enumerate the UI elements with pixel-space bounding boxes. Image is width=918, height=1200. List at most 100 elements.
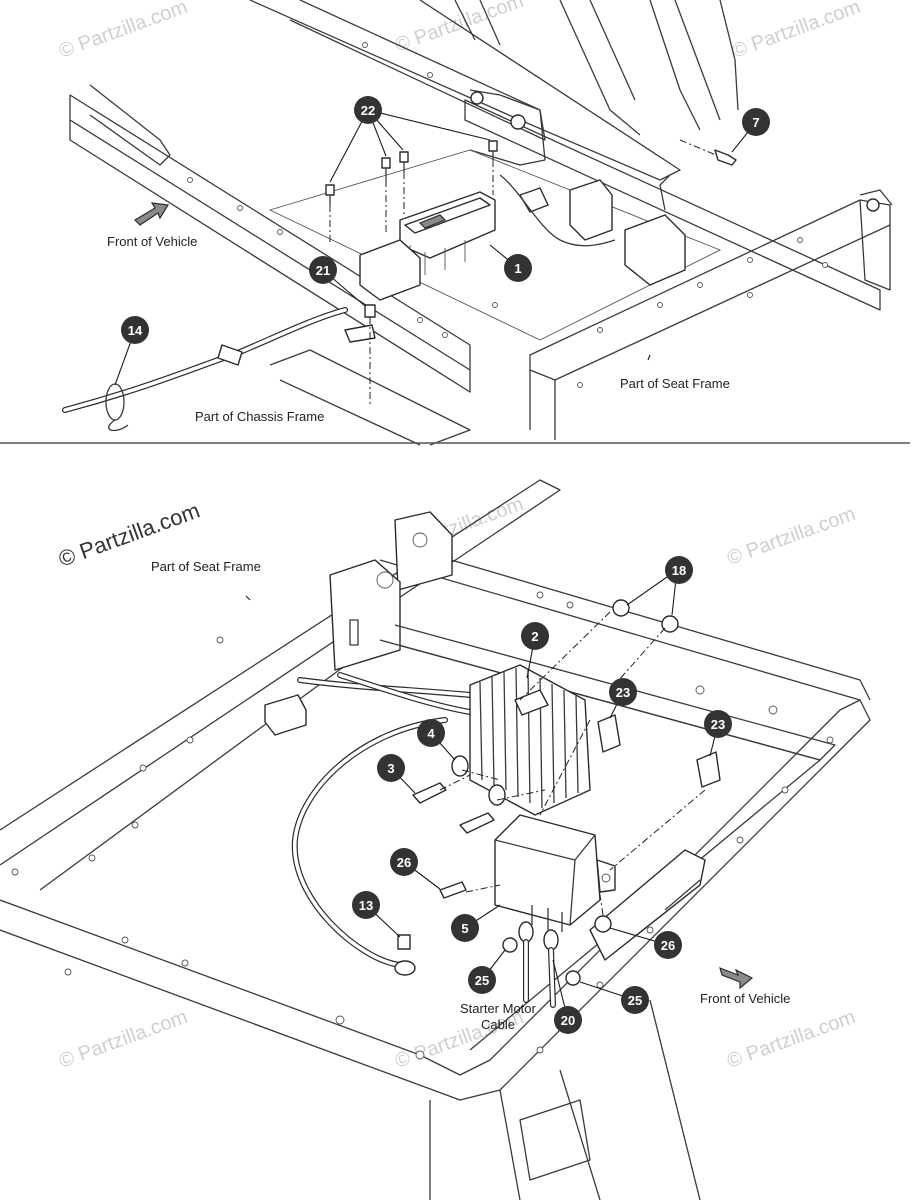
seat-frame-rail-right-side [529,199,891,440]
seat-frame-front-rail [0,699,871,1101]
bolt-3 [459,812,495,834]
label-front-of-vehicle: Front of Vehicle [700,991,790,1006]
callout-23: 23 [609,678,637,706]
nut-25 [502,937,518,953]
seat-frame-left-rail [0,479,561,866]
bracket-upright [469,89,546,166]
bolt-13 [397,934,411,950]
label-starter-motor-cable: Cable [481,1017,515,1032]
svg-text:7: 7 [752,115,759,130]
front-arrow-icon [719,967,754,990]
chassis-frame-edge [279,379,421,446]
callout-26: 26 [390,848,418,876]
bolt-3 [412,782,447,804]
label-part-of-seat-frame: Part of Seat Frame [151,559,261,574]
frame-nut [510,114,526,130]
seat-frame-legs [429,999,701,1200]
frame-holes [11,591,834,1060]
callout-14: 14 [121,316,149,344]
svg-text:21: 21 [316,263,330,278]
svg-text:13: 13 [359,898,373,913]
svg-text:5: 5 [461,921,468,936]
seat-frame-leg-panel [519,1099,591,1181]
label-part-of-chassis-frame: Part of Chassis Frame [195,409,324,424]
callout-4: 4 [417,719,445,747]
bolt-26 [439,881,467,899]
bolts-22 [325,140,498,205]
callout-25: 25 [621,986,649,1014]
svg-text:4: 4 [427,726,435,741]
starter-relay [494,814,616,932]
washer-4 [488,784,506,806]
callout-5: 5 [451,914,479,942]
upper-rail-side [289,0,546,141]
svg-text:22: 22 [361,103,375,118]
voltage-regulator [469,664,591,816]
svg-text:2: 2 [531,629,538,644]
svg-text:20: 20 [561,1013,575,1028]
callout-20: 20 [554,1006,582,1034]
ground-wire [291,717,448,968]
seat-frame-cap [859,189,893,206]
slotted-bracket [589,849,706,961]
nut-18 [661,615,679,633]
label-starter-motor-cable: Starter Motor [460,1001,537,1016]
callout-22: 22 [354,96,382,124]
connector-bracket [499,174,686,286]
label-part-of-seat-frame: Part of Seat Frame [620,376,730,391]
callout-3: 3 [377,754,405,782]
frame-nut [470,91,484,105]
seat-cross-member [464,99,881,311]
rail-holes [187,42,828,388]
bolt-7 [714,149,737,166]
frame-nut [866,198,880,212]
assembly-guide-lines [439,611,706,916]
callout-7: 7 [742,108,770,136]
fuse-box [359,191,496,301]
seat-back-frame [454,0,739,136]
svg-text:23: 23 [711,717,725,732]
bolt-7-guide [679,139,717,156]
leader-22 [329,109,491,183]
front-arrow-icon [134,202,169,226]
svg-text:25: 25 [475,973,489,988]
svg-text:1: 1 [514,261,521,276]
watermark: © Partzilla.com [729,0,863,63]
nut-25 [565,970,581,986]
callout-21: 21 [309,256,337,284]
watermark: © Partzilla.com [724,1006,858,1073]
svg-text:23: 23 [616,685,630,700]
inner-tray [268,149,722,341]
callout-2: 2 [521,622,549,650]
chassis-rail-left-side [69,120,471,393]
bracket-23-left [597,714,621,753]
nut-18 [612,599,630,617]
svg-text:26: 26 [397,855,411,870]
cable-tie-14 [105,383,125,421]
bottom-panel: © Partzilla.com © Partzilla.com © Partzi… [0,479,871,1200]
seat-frame-back-rail [379,559,861,701]
callout-23: 23 [704,710,732,738]
svg-text:14: 14 [128,323,143,338]
watermark: © Partzilla.com [724,503,858,570]
rail-bracket [89,84,171,166]
bolt-26 [594,915,612,933]
leader-seat-frame [647,354,651,361]
svg-text:26: 26 [661,938,675,953]
harness-clip [217,344,243,366]
svg-text:25: 25 [628,993,642,1008]
top-panel: © Partzilla.com © Partzilla.com © Partzi… [56,0,893,446]
callout-26: 26 [654,931,682,959]
upright-bracket-rear [394,511,453,591]
chassis-frame-plate [269,349,471,446]
watermark: © Partzilla.com [56,0,190,63]
callout-18: 18 [665,556,693,584]
seat-frame-back-rail-top [399,544,871,701]
watermark: © Partzilla.com [56,1006,190,1073]
callout-25: 25 [468,966,496,994]
leader-seat-frame [245,595,251,601]
bolt-guide-lines [329,160,494,245]
bracket-23-right [696,751,721,788]
callout-1: 1 [504,254,532,282]
